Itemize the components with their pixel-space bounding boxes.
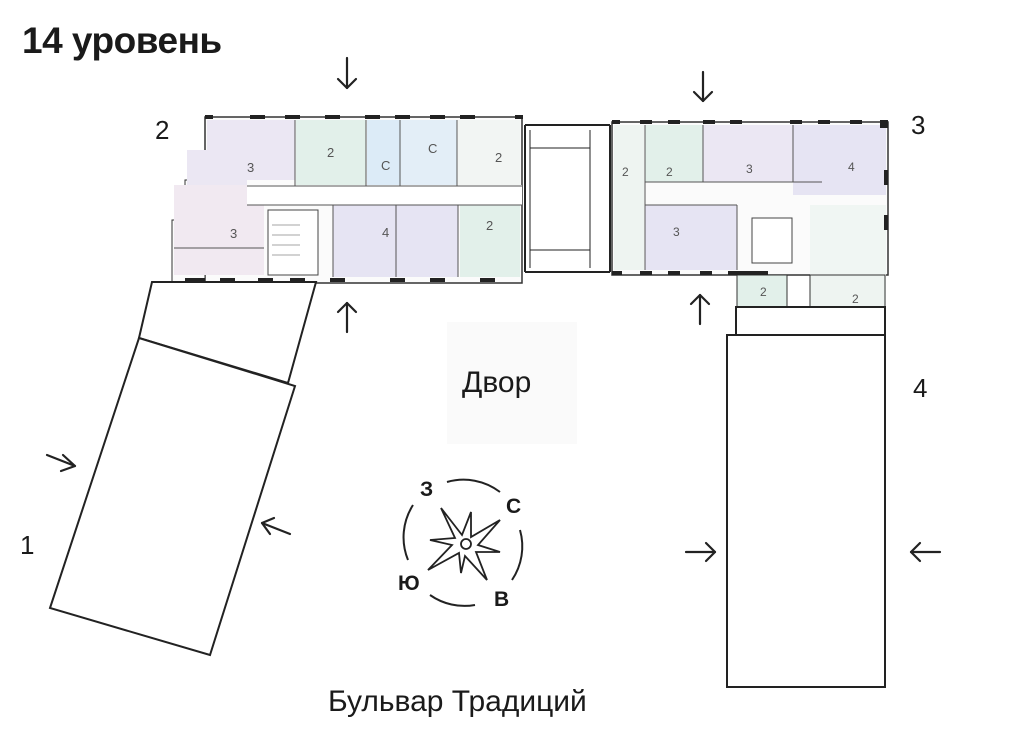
apartment-label: 4	[382, 225, 390, 240]
apartment-2-room	[460, 205, 520, 277]
section-number-1: 1	[20, 530, 35, 560]
arrow-right-icon	[45, 453, 77, 473]
arrow-down-icon	[692, 70, 714, 103]
apartment-label: С	[381, 158, 391, 173]
section-1-building	[48, 281, 318, 657]
section-number-2: 2	[155, 115, 170, 145]
apartment-label: 2	[622, 165, 629, 179]
apartment-label: 3	[230, 226, 238, 241]
street-label: Бульвар Традиций	[328, 685, 587, 718]
apartment-label: 2	[666, 165, 673, 179]
apartment-label: С	[428, 141, 438, 156]
arrow-up-icon	[336, 301, 358, 334]
page-title: 14 уровень	[22, 20, 222, 61]
yard-label: Двор	[462, 366, 532, 399]
compass-south: Ю	[398, 572, 420, 595]
apartment-3-room	[703, 125, 793, 182]
section-2-building	[171, 115, 523, 284]
arrow-up-icon	[689, 293, 711, 326]
apartment-2-room	[458, 120, 520, 186]
apartment-label: 3	[247, 160, 255, 175]
section-3-building	[611, 120, 889, 308]
apartment-label: 2	[495, 150, 503, 165]
apartment-3-room	[645, 205, 737, 270]
apartment-label: 2	[327, 145, 335, 160]
section-number-3: 3	[911, 110, 926, 140]
apartment-label: 2	[486, 218, 494, 233]
section-4-building	[726, 306, 886, 688]
yard-area	[447, 322, 577, 444]
arrow-left-icon	[909, 541, 942, 563]
apartment-2-room	[645, 125, 703, 182]
apartment-label: 3	[746, 162, 753, 176]
apartment-2-room	[296, 120, 366, 186]
apartment-label: 4	[848, 160, 855, 174]
compass-north: С	[506, 495, 522, 518]
apartment-label: 3	[673, 225, 680, 239]
apartment-label: 2	[760, 285, 767, 299]
connector-gallery	[524, 124, 611, 273]
compass-rose-icon	[402, 478, 524, 607]
compass-west: З	[420, 478, 434, 501]
compass-east: В	[494, 588, 510, 611]
apartment-label: 2	[852, 292, 859, 306]
apartment-studio	[400, 120, 457, 186]
apartment-4-room	[793, 125, 886, 195]
apartment-2-room	[614, 125, 644, 270]
section-number-4: 4	[913, 373, 928, 403]
arrow-right-icon	[684, 541, 717, 563]
arrow-down-icon	[336, 56, 358, 90]
arrow-left-icon	[260, 516, 292, 536]
